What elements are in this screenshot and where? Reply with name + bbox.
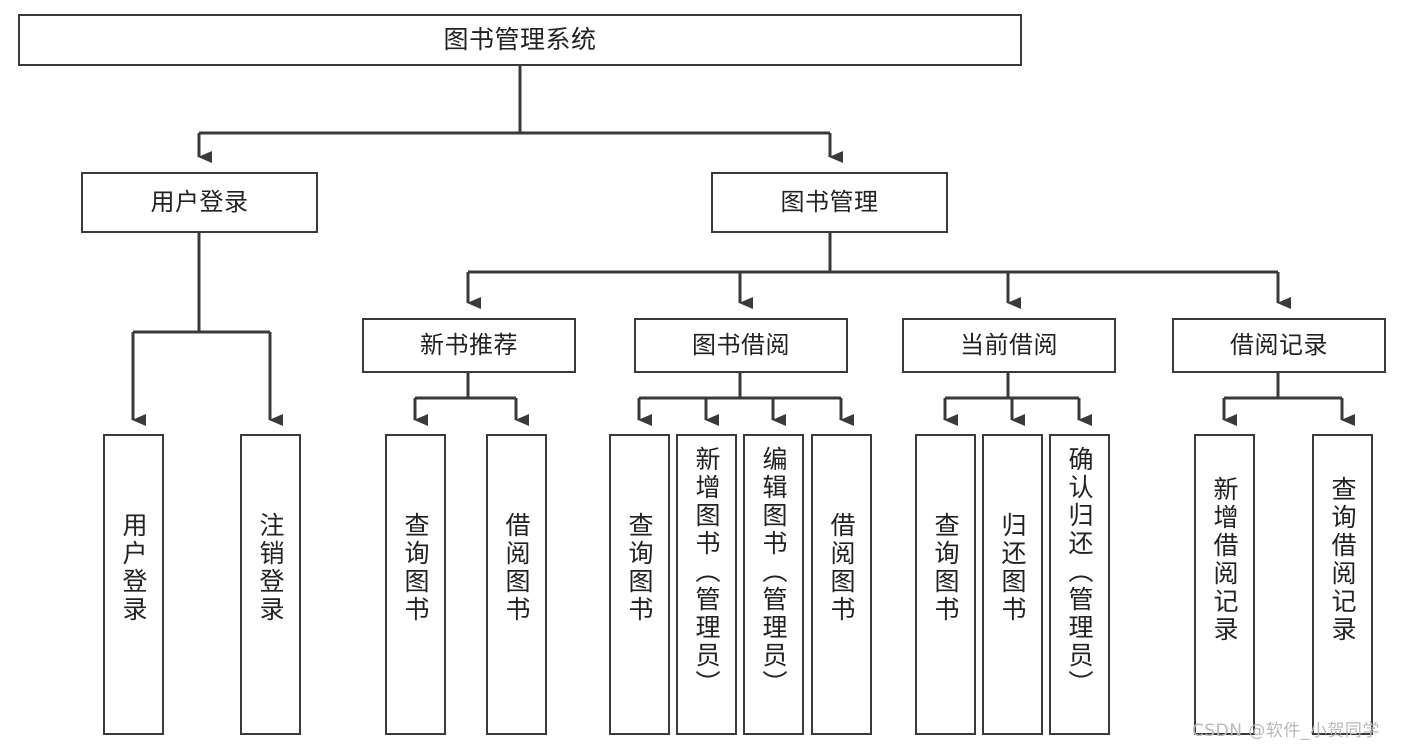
leaf-return-book[interactable]: 归还图书 [982, 434, 1043, 735]
leaf-query-book-2-label: 查询图书 [625, 512, 654, 624]
leaf-query-record-label: 查询借阅记录 [1328, 476, 1357, 644]
leaf-confirm-return-label: 确认归还（管理员） [1065, 446, 1094, 698]
node-book-management[interactable]: 图书管理 [711, 172, 948, 233]
node-book-borrow-label: 图书借阅 [692, 331, 790, 360]
node-new-book-recommend-label: 新书推荐 [420, 331, 518, 360]
leaf-borrow-book-1[interactable]: 借阅图书 [486, 434, 547, 735]
leaf-user-logout[interactable]: 注销登录 [240, 434, 301, 735]
node-new-book-recommend[interactable]: 新书推荐 [362, 318, 576, 373]
leaf-query-book-1[interactable]: 查询图书 [385, 434, 446, 735]
node-root[interactable]: 图书管理系统 [18, 14, 1022, 66]
leaf-return-book-label: 归还图书 [998, 512, 1027, 624]
leaf-user-logout-label: 注销登录 [256, 512, 285, 624]
node-user-login[interactable]: 用户登录 [81, 172, 318, 233]
node-current-borrow-label: 当前借阅 [960, 331, 1058, 360]
leaf-user-login[interactable]: 用户登录 [103, 434, 164, 735]
leaf-query-book-3-label: 查询图书 [931, 512, 960, 624]
node-current-borrow[interactable]: 当前借阅 [902, 318, 1116, 373]
csdn-watermark: CSDN @软件_小贺同学 [1192, 721, 1380, 741]
leaf-borrow-book-2[interactable]: 借阅图书 [811, 434, 872, 735]
node-book-borrow[interactable]: 图书借阅 [634, 318, 848, 373]
leaf-query-book-1-label: 查询图书 [401, 512, 430, 624]
leaf-add-record[interactable]: 新增借阅记录 [1194, 434, 1255, 735]
leaf-edit-book[interactable]: 编辑图书（管理员） [743, 434, 804, 735]
leaf-add-book[interactable]: 新增图书（管理员） [676, 434, 737, 735]
leaf-user-login-label: 用户登录 [119, 512, 148, 624]
leaf-confirm-return[interactable]: 确认归还（管理员） [1049, 434, 1110, 735]
leaf-edit-book-label: 编辑图书（管理员） [759, 446, 788, 698]
leaf-query-book-3[interactable]: 查询图书 [915, 434, 976, 735]
leaf-query-book-2[interactable]: 查询图书 [609, 434, 670, 735]
node-borrow-record[interactable]: 借阅记录 [1172, 318, 1386, 373]
node-root-label: 图书管理系统 [443, 25, 597, 54]
leaf-add-book-label: 新增图书（管理员） [692, 446, 721, 698]
node-book-management-label: 图书管理 [780, 188, 879, 217]
node-user-login-label: 用户登录 [150, 188, 249, 217]
leaf-query-record[interactable]: 查询借阅记录 [1312, 434, 1373, 735]
leaf-borrow-book-2-label: 借阅图书 [827, 512, 856, 624]
leaf-borrow-book-1-label: 借阅图书 [502, 512, 531, 624]
leaf-add-record-label: 新增借阅记录 [1210, 476, 1239, 644]
node-borrow-record-label: 借阅记录 [1230, 331, 1328, 360]
